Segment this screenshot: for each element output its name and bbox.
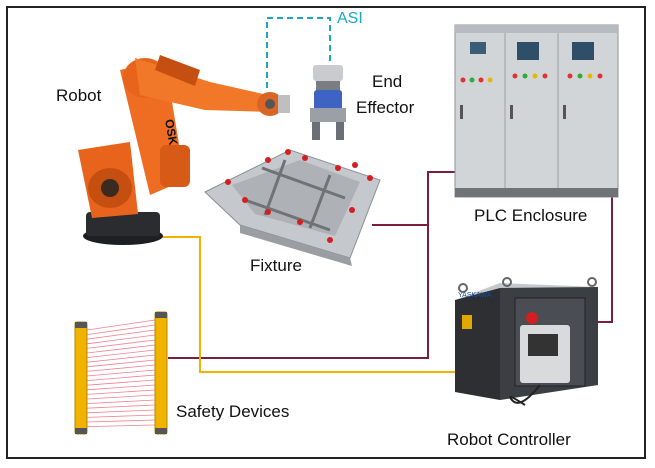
end-effector-label-line1: End	[372, 72, 403, 91]
light-curtain-beam	[86, 344, 156, 354]
light-curtain-beam	[86, 339, 156, 349]
light-curtain-beam	[86, 409, 156, 414]
light-curtain-beam	[86, 359, 156, 368]
light-curtain-beam	[86, 374, 156, 381]
light-curtain-beam	[86, 334, 156, 345]
light-curtain-beam	[86, 369, 156, 377]
light-curtain-beam	[86, 394, 156, 400]
light-curtain-beam	[86, 354, 156, 363]
safety-plc-link	[168, 225, 429, 359]
robot-controller-link	[160, 236, 455, 373]
light-curtain-beam	[86, 419, 156, 423]
light-curtain-beam	[86, 384, 156, 391]
light-curtain-beam	[86, 389, 156, 395]
light-curtain-beam	[86, 349, 156, 358]
end-effector-label-line2: Effector	[356, 98, 415, 117]
light-curtain-beam	[86, 364, 156, 372]
light-curtain-beam	[86, 424, 156, 427]
light-curtain-beam	[86, 324, 156, 335]
robot-label: Robot	[56, 86, 102, 105]
light-curtain-beam	[86, 414, 156, 418]
safety-devices-icon	[74, 311, 168, 435]
fixture-plc-link	[372, 171, 455, 226]
light-curtain-beam	[86, 399, 156, 404]
svg-text:OSK: OSK	[162, 118, 180, 146]
safety-devices-label: Safety Devices	[176, 402, 290, 421]
asi-link	[266, 17, 331, 88]
plc-enclosure-label: PLC Enclosure	[474, 206, 588, 225]
light-curtain-beam	[86, 404, 156, 409]
end-effector-icon	[310, 65, 346, 140]
light-curtain-beam	[86, 329, 156, 340]
plc-enclosure-icon	[454, 24, 619, 198]
svg-text:YASKAWA: YASKAWA	[458, 292, 492, 299]
plc-controller-link	[598, 195, 613, 323]
robot-controller-icon: YASKAWA	[455, 277, 598, 406]
light-curtain-beam	[86, 319, 156, 331]
robot-icon: OSK	[78, 55, 290, 245]
fixture-label: Fixture	[250, 256, 302, 275]
robot-controller-label: Robot Controller	[447, 430, 571, 449]
fixture-icon	[204, 149, 381, 266]
light-curtain-beam	[86, 379, 156, 386]
asi-label: ASI	[337, 10, 363, 27]
